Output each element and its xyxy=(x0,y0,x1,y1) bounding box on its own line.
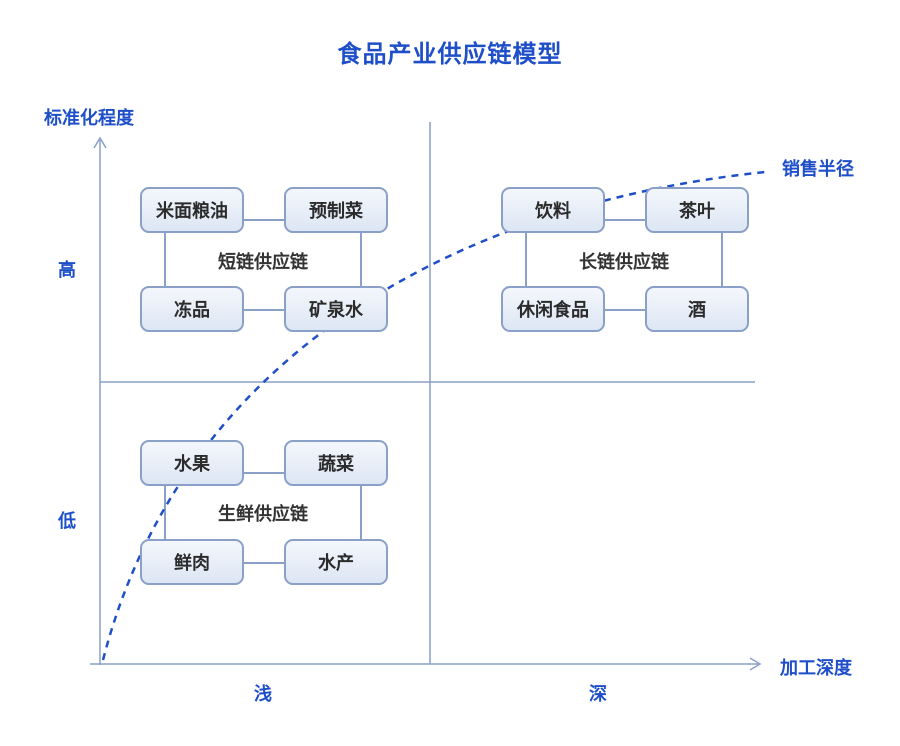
group-label-short-chain: 短链供应链 xyxy=(218,252,308,273)
node-grains-oils: 米面粮油 xyxy=(140,187,244,233)
x-axis-label: 加工深度 xyxy=(780,658,852,679)
x-level-deep: 深 xyxy=(589,684,607,705)
node-mineral-water: 矿泉水 xyxy=(284,286,388,332)
sales-radius-curve xyxy=(101,170,766,661)
node-beverages: 饮料 xyxy=(501,187,605,233)
node-fruit: 水果 xyxy=(140,440,244,486)
node-vegetables: 蔬菜 xyxy=(284,440,388,486)
node-seafood: 水产 xyxy=(284,539,388,585)
y-level-low: 低 xyxy=(58,511,76,532)
x-axis-arrow xyxy=(749,657,762,671)
diagram-title: 食品产业供应链模型 xyxy=(337,40,563,68)
group-connectors xyxy=(164,219,723,564)
x-level-shallow: 浅 xyxy=(254,684,272,705)
node-tea: 茶叶 xyxy=(645,187,749,233)
y-axis-label: 标准化程度 xyxy=(44,108,134,129)
node-frozen-food: 冻品 xyxy=(140,286,244,332)
node-liquor: 酒 xyxy=(645,286,749,332)
group-label-long-chain: 长链供应链 xyxy=(579,252,669,273)
group-label-fresh-chain: 生鲜供应链 xyxy=(218,504,308,525)
node-snacks: 休闲食品 xyxy=(501,286,605,332)
node-prepared-dishes: 预制菜 xyxy=(284,187,388,233)
curve-label: 销售半径 xyxy=(782,159,854,180)
y-axis-arrow xyxy=(93,136,107,149)
node-fresh-meat: 鲜肉 xyxy=(140,539,244,585)
y-level-high: 高 xyxy=(58,260,76,281)
